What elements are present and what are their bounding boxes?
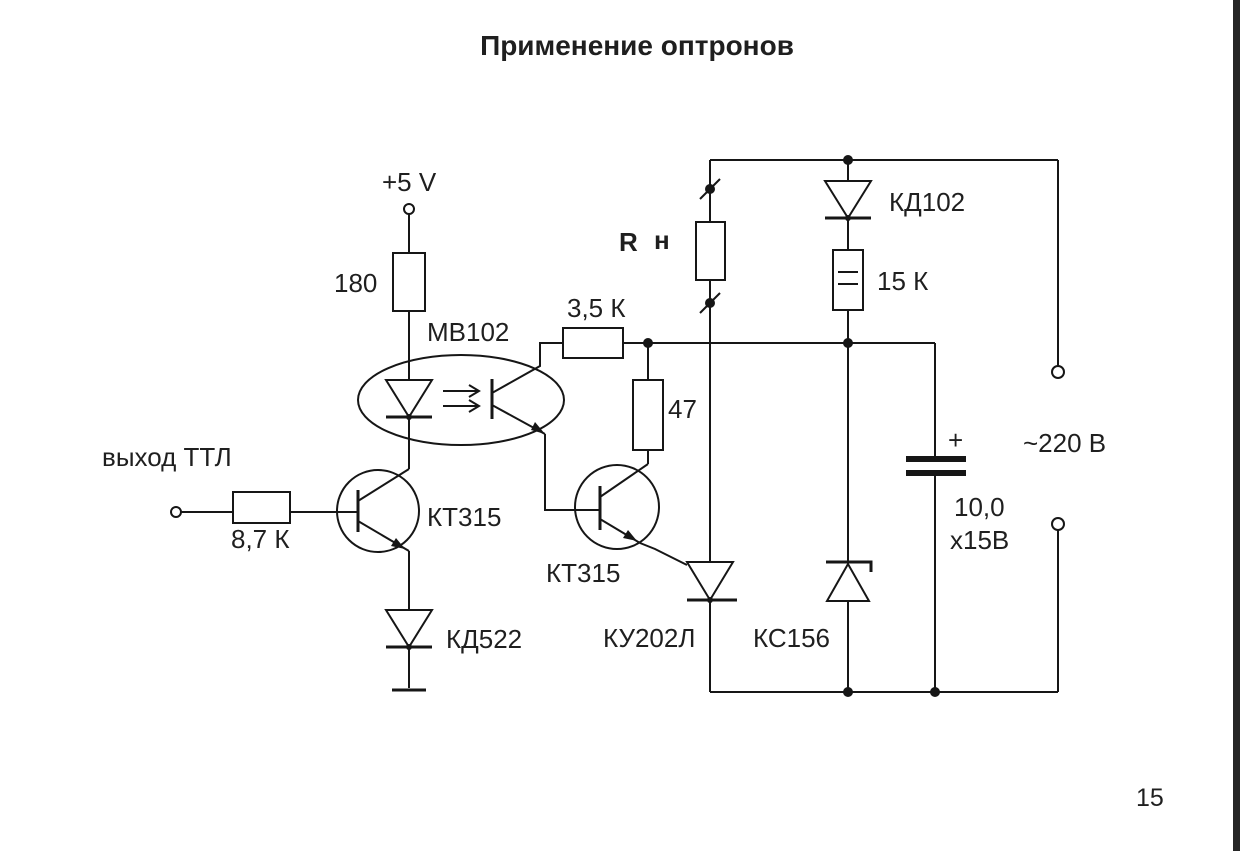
label-optocoupler: МВ102 (427, 317, 509, 347)
label-mains: ~220 В (1023, 428, 1106, 458)
capacitor-branch: + 10,0 х15В (906, 343, 1009, 692)
label-resistor-3k5: 3,5 К (567, 293, 626, 323)
q2-collector (599, 463, 649, 498)
connector-slash (699, 292, 721, 314)
connector-slash (699, 178, 721, 200)
label-resistor-47: 47 (668, 394, 697, 424)
resistor-180 (392, 252, 426, 312)
page-title: Применение оптронов (480, 30, 794, 61)
capacitor-plate-bottom (906, 470, 966, 476)
supply-5v-branch: +5 V 180 (334, 167, 437, 380)
phototransistor-collector (491, 342, 563, 394)
led-triangle (384, 379, 434, 419)
load-resistor-rn (695, 221, 726, 281)
transistor-q2-body (574, 464, 660, 550)
emitter-arrowhead (623, 530, 637, 541)
rectifier-branch: КД102 15 К (823, 160, 965, 348)
slide-border-right (1233, 0, 1240, 851)
transistor-q1-body (336, 469, 420, 553)
zener-cathode-bar (826, 560, 873, 572)
label-rn-subscript: н (654, 225, 670, 255)
input-stage: выход ТТЛ 8,7 К КТ315 КД522 (102, 442, 522, 692)
label-cap-plus: + (948, 425, 963, 455)
resistor-3k5 (562, 327, 624, 359)
label-kd522: КД522 (446, 624, 522, 654)
wire-emitter-to-q2-base (544, 434, 600, 511)
optocoupler-body (357, 354, 565, 446)
diode-kd102-triangle (823, 180, 873, 220)
diode-kd522-triangle (384, 609, 434, 649)
resistor-47 (632, 379, 664, 451)
label-resistor-8k7: 8,7 К (231, 524, 290, 554)
wire-gate (639, 542, 688, 566)
resistor-15k (832, 249, 864, 311)
q1-collector (357, 468, 410, 502)
label-cap-value: 10,0 (954, 492, 1005, 522)
emitter-arrowhead (391, 538, 405, 549)
label-15k: 15 К (877, 266, 928, 296)
mains-branch: ~220 В (1023, 160, 1106, 692)
optocoupler-mb102: МВ102 (357, 317, 600, 511)
terminal-mains-top (1051, 365, 1065, 379)
input-terminal (170, 506, 182, 518)
label-ttl-input: выход ТТЛ (102, 442, 232, 472)
label-supply-5v: +5 V (382, 167, 437, 197)
terminal-5v (403, 203, 415, 215)
label-resistor-180: 180 (334, 268, 377, 298)
load-thyristor-branch: R н КУ202Л (603, 160, 737, 692)
label-q1: КТ315 (427, 502, 501, 532)
label-ks156: КС156 (753, 623, 830, 653)
label-cap-rating: х15В (950, 525, 1009, 555)
label-q2: КТ315 (546, 558, 620, 588)
label-kd102: КД102 (889, 187, 965, 217)
thyristor-ku202-triangle (685, 561, 735, 602)
terminal-mains-bottom (1051, 517, 1065, 531)
zener-ks156-triangle (825, 561, 871, 602)
zener-branch: КС156 (753, 343, 873, 692)
capacitor-plate-top (906, 456, 966, 462)
driver-stage: 3,5 К 47 КТ315 (546, 293, 935, 588)
page-number: 15 (1136, 784, 1164, 812)
resistor-8k7 (232, 491, 291, 524)
light-arrow-icon (443, 384, 481, 413)
emitter-arrowhead (531, 422, 545, 434)
label-ku202: КУ202Л (603, 623, 695, 653)
label-rn: R (619, 227, 638, 257)
